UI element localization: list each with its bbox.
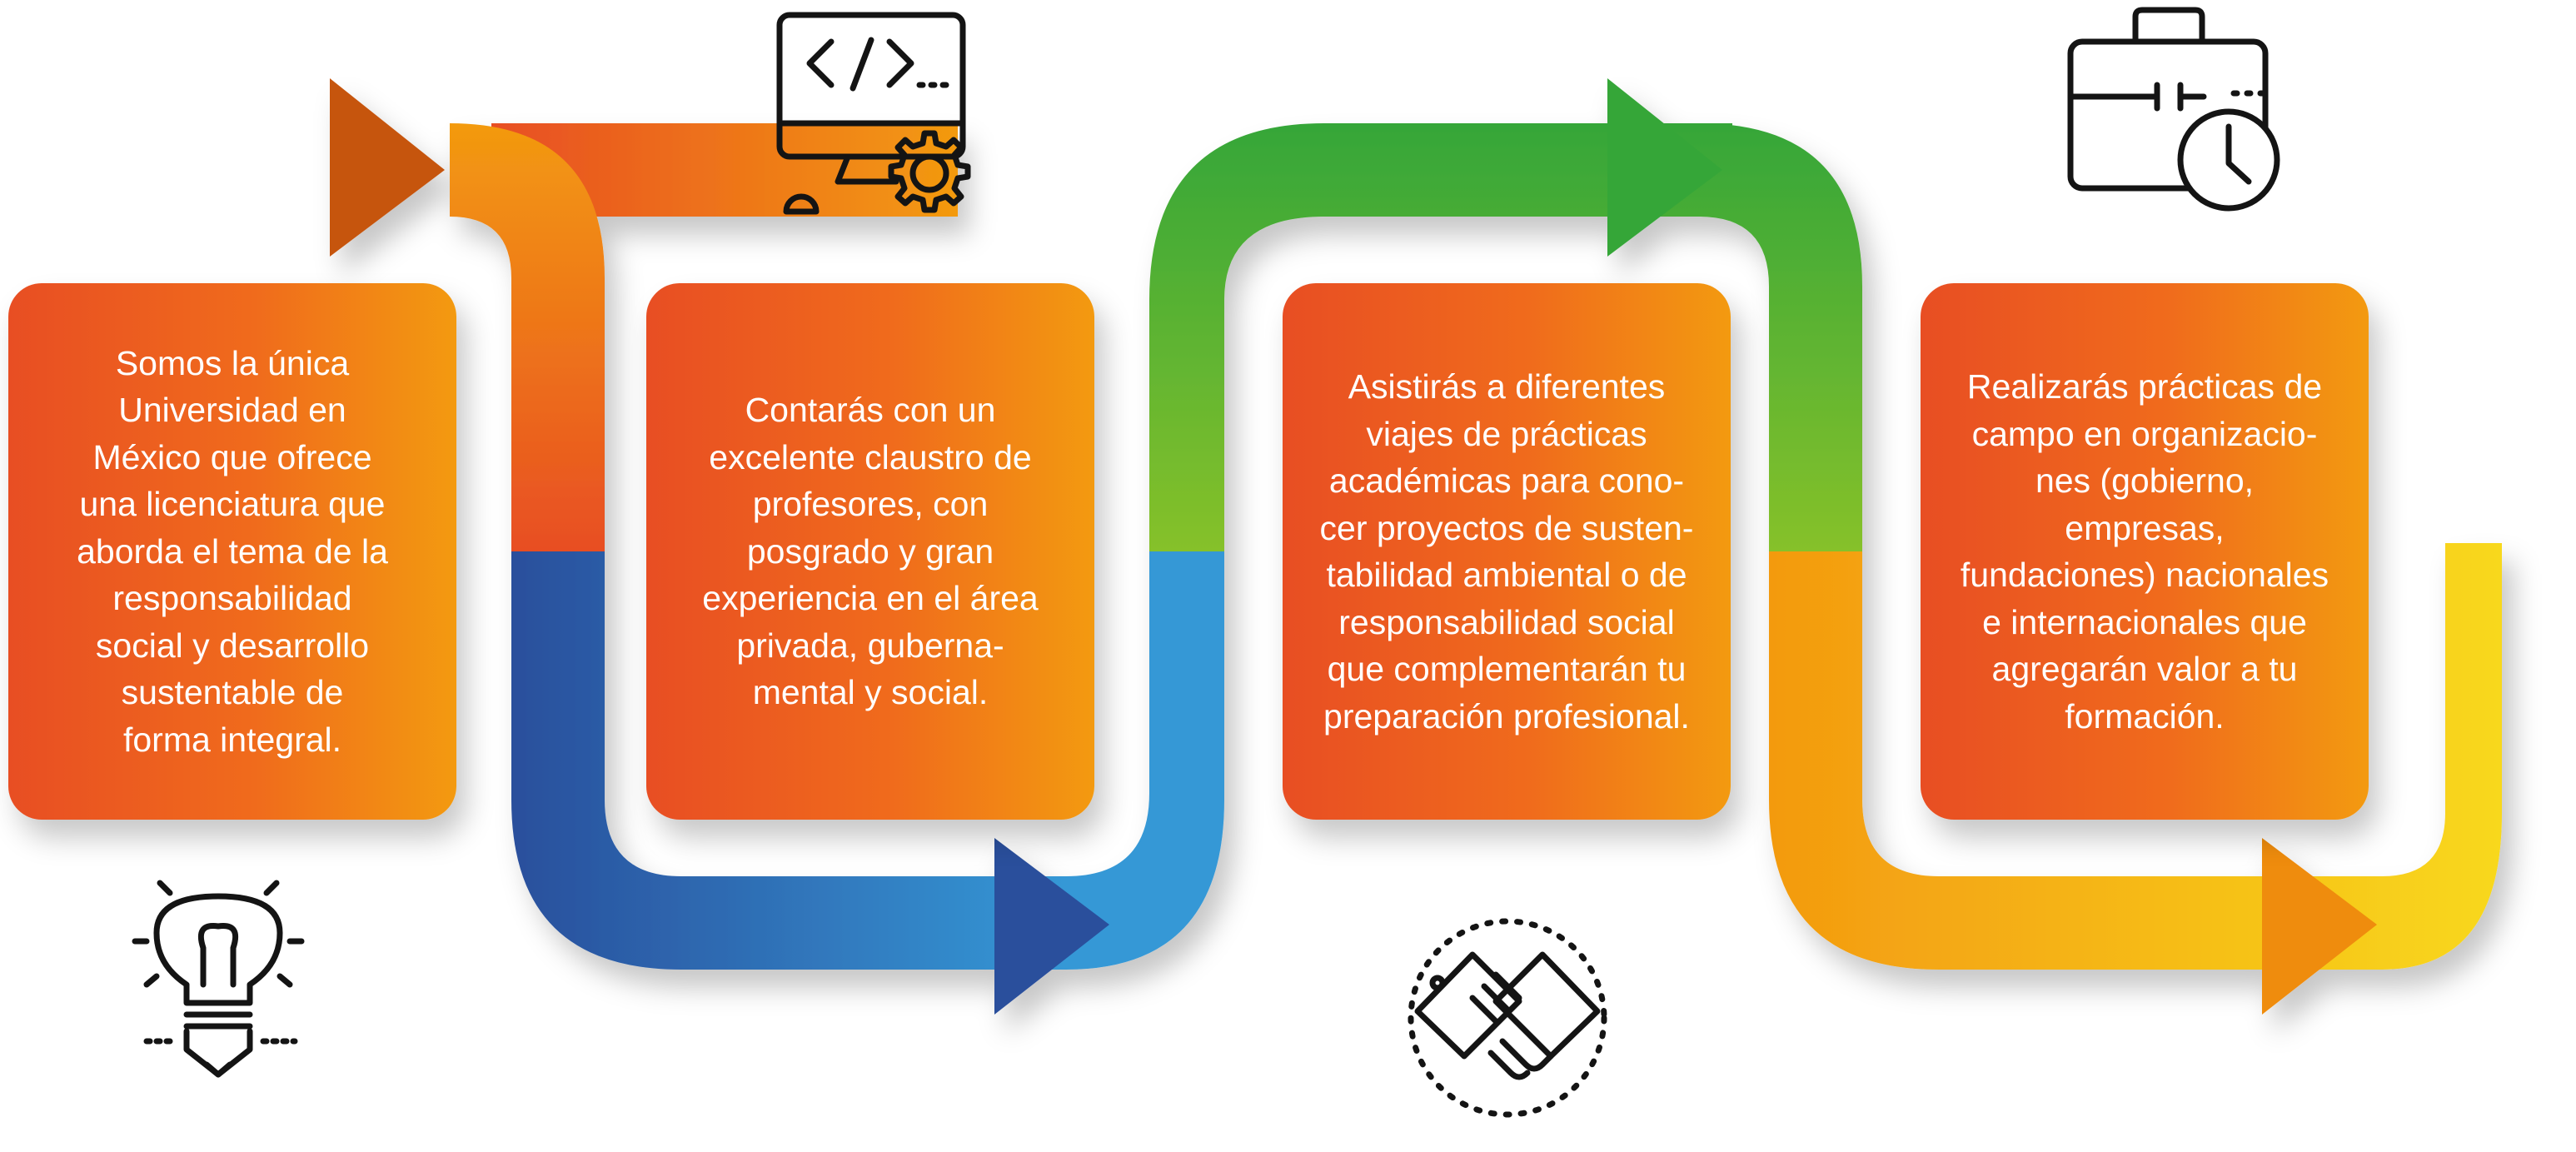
step-card-4: Realizarás prácticas de campo en organiz… [1921,283,2369,820]
step-card-1: Somos la única Universidad en México que… [8,283,456,820]
briefcase-clock-icon [2067,7,2280,212]
arrowhead-green [1607,78,1722,257]
ribbon-segment-green [1149,78,1862,551]
arrowhead-orange [330,78,445,257]
ribbon-segment-orange [330,78,958,551]
arrowhead-yellow [2262,838,2377,1015]
ribbon-segment-blue [511,551,1224,1015]
step-1-text: Somos la única Universidad en México que… [77,343,388,759]
handshake-icon [1408,918,1607,1118]
step-3-text: Asistirás a diferentes viajes de práctic… [1319,367,1694,736]
ribbon-segment-yellow [1769,543,2502,1015]
ribbon-path [330,78,2502,1015]
step-card-3: Asistirás a diferentes viajes de práctic… [1283,283,1731,820]
step-2-text: Contarás con un excelente claustro de pr… [702,391,1039,712]
step-card-2: Contarás con un excelente claustro de pr… [646,283,1094,820]
lightbulb-pencil-icon [132,880,305,1078]
step-4-text: Realizarás prácticas de campo en organiz… [1960,367,2329,736]
computer-code-gear-icon [776,12,971,215]
arrowhead-blue [994,838,1109,1015]
